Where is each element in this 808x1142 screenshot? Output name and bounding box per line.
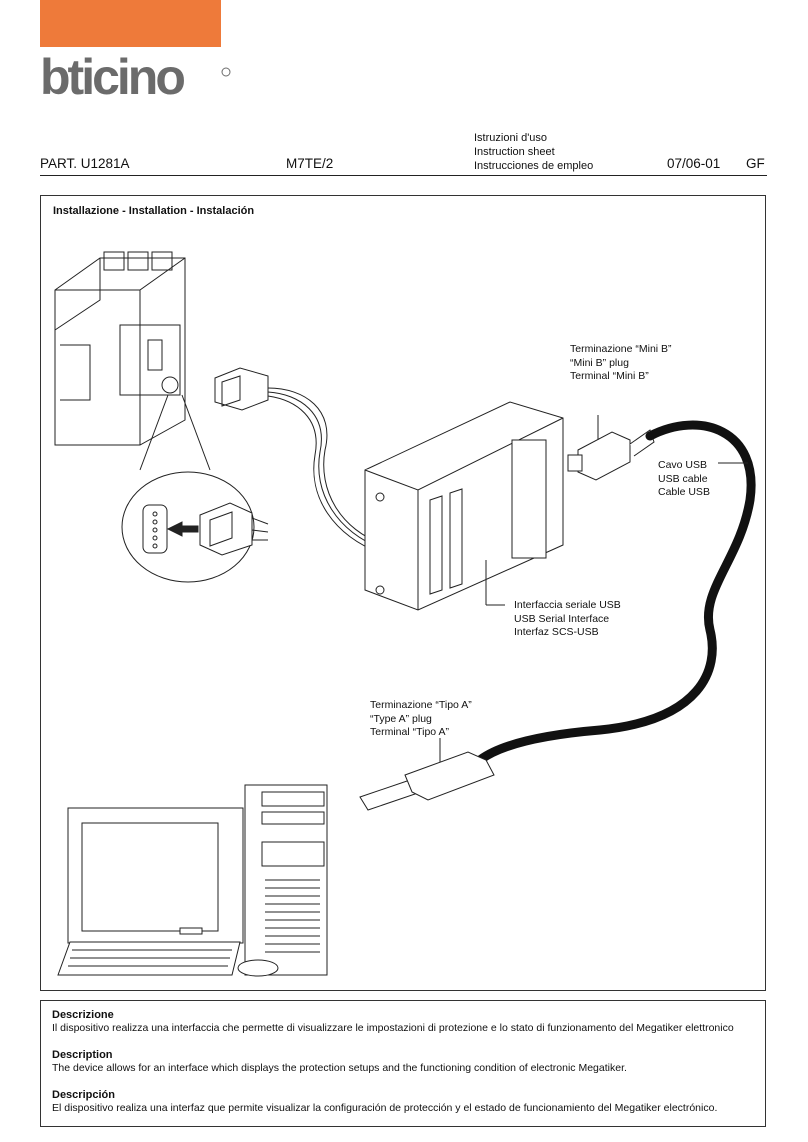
computer-drawing — [57, 784, 328, 977]
type-a-plug-drawing — [359, 738, 495, 811]
type-a-label: Terminazione “Tipo A” “Type A” plug Term… — [370, 699, 472, 738]
description-heading-en: Description — [52, 1049, 113, 1061]
connector-zoom-detail — [121, 471, 269, 583]
doc-type: Istruzioni d'uso Instruction sheet Instr… — [474, 132, 594, 172]
description-text-en: The device allows for an interface which… — [52, 1062, 627, 1074]
doc-date: 07/06-01 — [667, 156, 721, 171]
circuit-breaker-drawing — [54, 251, 211, 471]
description-text-it: Il dispositivo realizza una interfaccia … — [52, 1022, 734, 1034]
usb-cable-drawing — [475, 420, 756, 765]
mini-b-label: Terminazione “Mini B” “Mini B” plug Term… — [570, 343, 672, 382]
brand-color-bar — [40, 0, 221, 47]
svg-text:bticino: bticino — [40, 52, 184, 100]
model-code: M7TE/2 — [286, 156, 334, 171]
installation-panel — [40, 195, 766, 991]
bticino-logo: bticino — [40, 52, 231, 100]
db9-connector-drawing — [214, 367, 386, 556]
doc-code: GF — [746, 156, 765, 171]
part-number: PART. U1281A — [40, 156, 130, 171]
description-text-es: El dispositivo realiza una interfaz que … — [52, 1102, 718, 1114]
installation-title: Installazione - Installation - Instalaci… — [53, 205, 255, 217]
interface-label: Interfaccia seriale USB USB Serial Inter… — [514, 599, 621, 638]
description-heading-it: Descrizione — [52, 1009, 114, 1021]
description-panel — [40, 1000, 766, 1127]
header-divider — [40, 175, 767, 176]
description-heading-es: Descripción — [52, 1089, 115, 1101]
usb-interface-drawing — [364, 401, 564, 611]
usb-cable-label: Cavo USB USB cable Cable USB — [658, 459, 710, 498]
mini-b-plug-drawing — [567, 415, 655, 481]
